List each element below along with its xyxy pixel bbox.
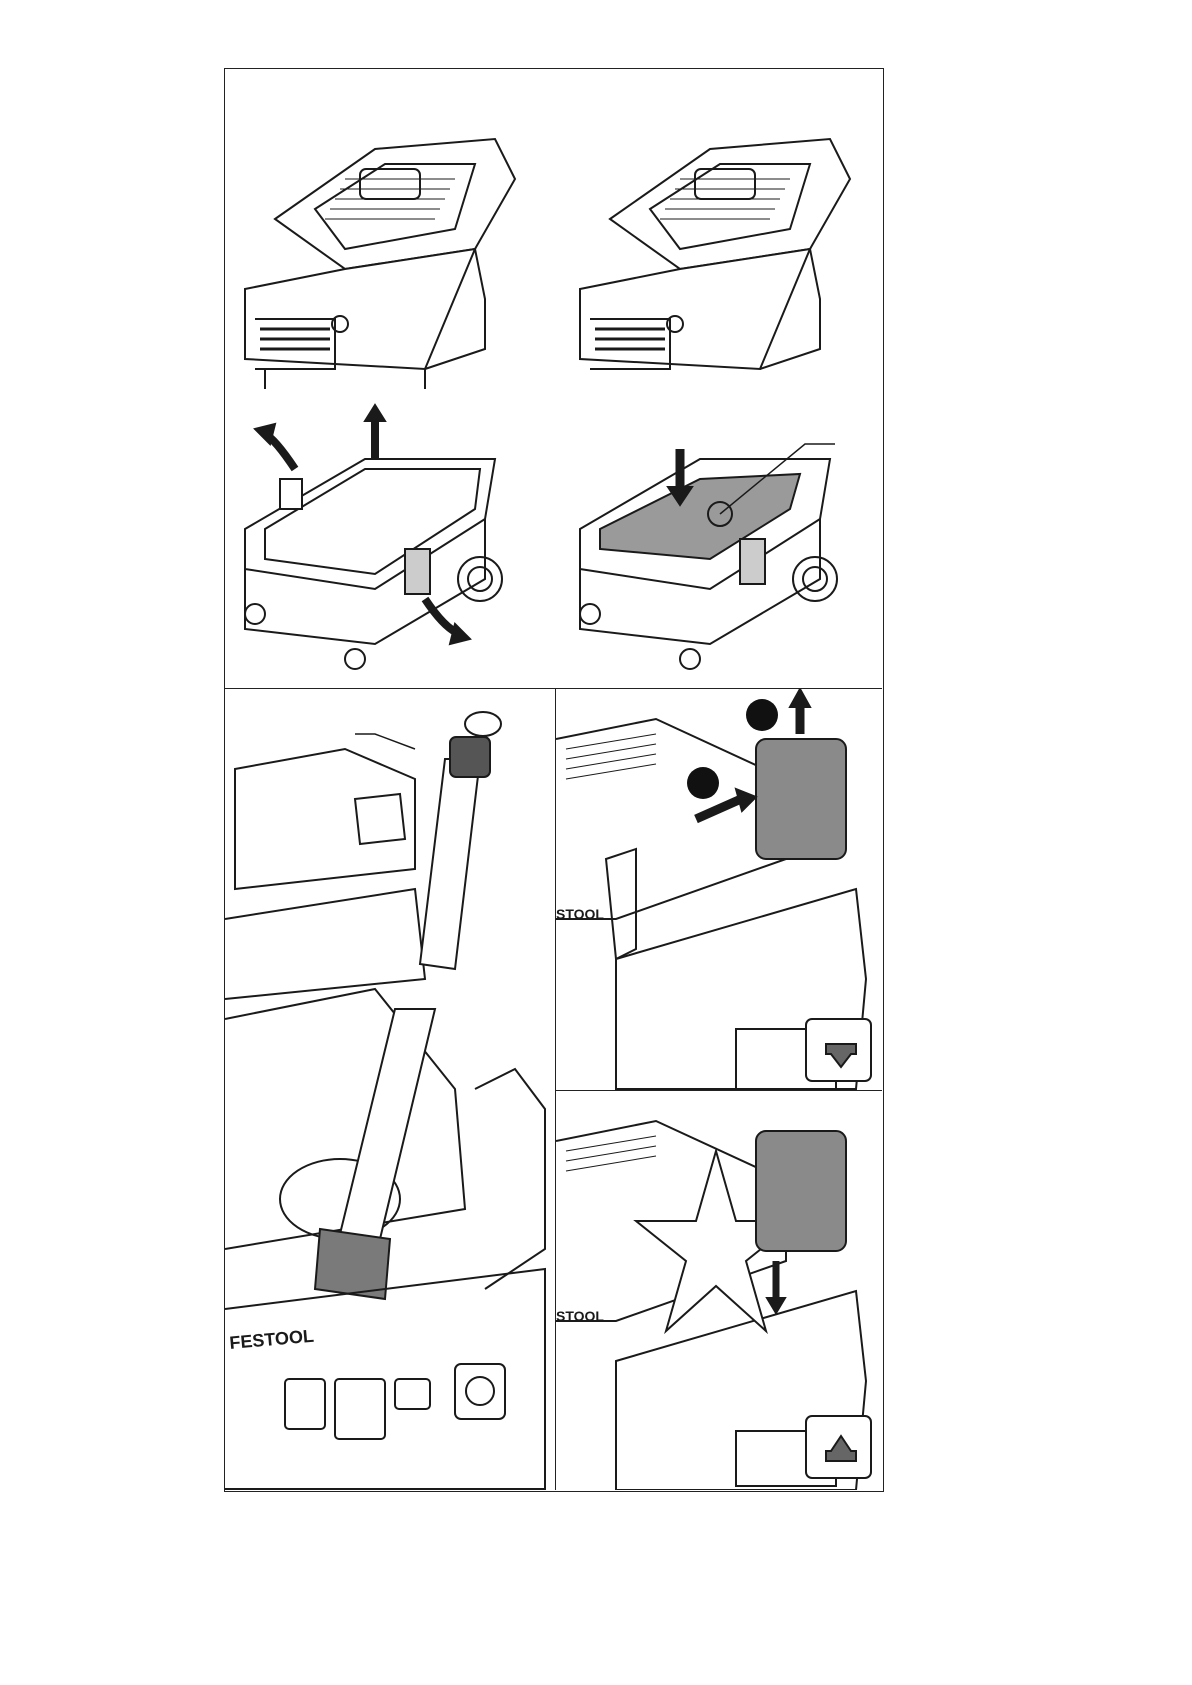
battery-pack <box>755 1130 847 1252</box>
figure-frame: FESTOOL STOOL <box>224 68 884 1492</box>
callout-circle-2 <box>746 699 778 731</box>
illustration-hose-connection: FESTOOL <box>225 711 546 1490</box>
figure-panel-battery-removal: STOOL <box>556 689 882 1091</box>
svg-text:STOOL: STOOL <box>556 906 604 922</box>
machine-head-left <box>244 137 517 389</box>
suction-tube-upper <box>418 758 482 971</box>
dust-container-left <box>244 458 503 670</box>
suction-tube-lower <box>338 1008 437 1241</box>
hose-cuff <box>313 1227 392 1301</box>
illustration-battery-insert: STOOL <box>556 1119 872 1490</box>
svg-text:STOOL: STOOL <box>556 1308 604 1324</box>
figure-panel-hose-connection: FESTOOL <box>225 689 556 1490</box>
illustration-battery-removal: STOOL <box>556 689 872 1090</box>
battery-pack <box>755 738 847 860</box>
machine-head-right <box>579 137 852 371</box>
figure-panel-battery-insert: STOOL <box>556 1091 882 1490</box>
filter-bag <box>599 472 802 561</box>
callout-circle-1 <box>687 767 719 799</box>
svg-text:FESTOOL: FESTOOL <box>229 1326 315 1353</box>
figure-panel-container-removal <box>225 69 882 689</box>
dust-container-right <box>579 443 838 670</box>
illustration-container-removal <box>244 137 852 670</box>
